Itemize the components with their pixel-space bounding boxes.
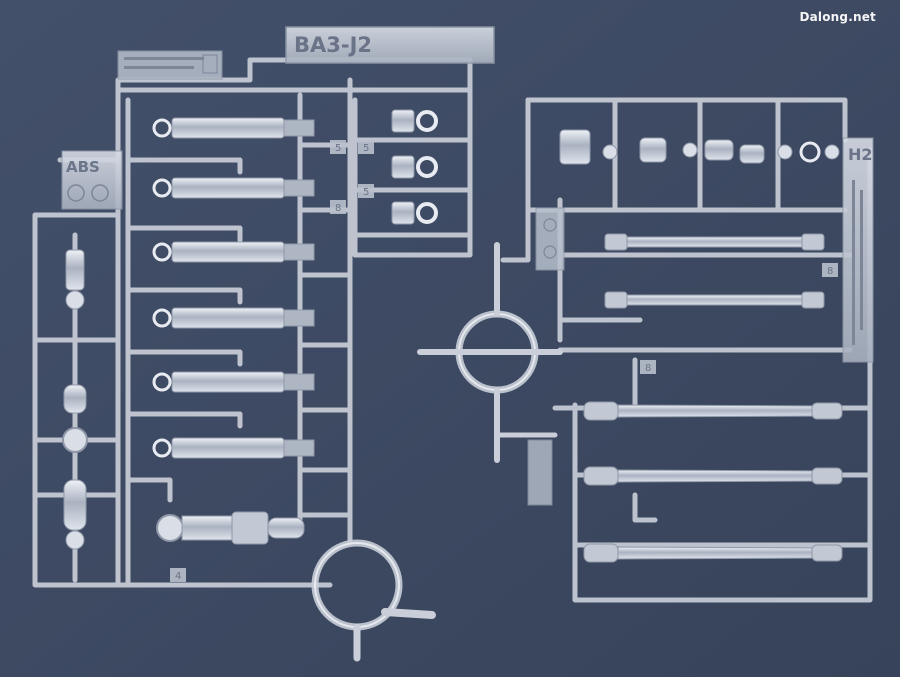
right-sprue-code-tag: H2 bbox=[842, 137, 874, 363]
left-column-parts bbox=[62, 249, 88, 550]
right-sprue-gate-ring bbox=[417, 242, 563, 463]
molded-info-plate bbox=[117, 50, 223, 80]
left-sprue-code: BA3-J2 bbox=[294, 33, 372, 57]
right-sprue-code: H2 bbox=[848, 145, 873, 164]
piston-part bbox=[152, 241, 315, 263]
left-sprue-gate-ring bbox=[311, 539, 436, 662]
molded-info-plate-right bbox=[527, 207, 565, 506]
piston-part bbox=[152, 117, 315, 139]
runner-number: 5 bbox=[335, 143, 341, 154]
cylinder-part bbox=[156, 511, 305, 545]
runner-number: 5 bbox=[363, 187, 369, 198]
long-rod-parts bbox=[583, 233, 843, 563]
joint-part bbox=[391, 109, 438, 133]
runner-number: 5 bbox=[363, 143, 369, 154]
runner-number: 4 bbox=[175, 571, 181, 582]
long-rod-part bbox=[604, 291, 825, 309]
piston-part bbox=[152, 371, 315, 393]
joint-parts bbox=[391, 109, 438, 225]
runner-number-tabs-right: 8 8 bbox=[640, 263, 838, 374]
long-rod-part bbox=[583, 401, 843, 421]
long-rod-part bbox=[604, 233, 825, 251]
runner-number: 8 bbox=[827, 266, 833, 277]
piston-part bbox=[152, 307, 315, 329]
long-rod-part bbox=[583, 466, 843, 486]
abs-material-tag: ABS bbox=[61, 150, 123, 210]
watermark: Dalong.net bbox=[799, 10, 876, 24]
abs-label: ABS bbox=[66, 158, 100, 176]
left-sprue-code-tag: BA3-J2 bbox=[285, 26, 495, 64]
joint-part bbox=[391, 155, 438, 179]
piston-part bbox=[152, 177, 315, 199]
runner-number: 8 bbox=[335, 203, 341, 214]
piston-part bbox=[152, 437, 315, 459]
runner-number-tabs: 5 5 5 8 4 bbox=[170, 140, 374, 582]
piston-parts bbox=[152, 117, 315, 545]
runner-number: 8 bbox=[645, 363, 651, 374]
joint-part bbox=[391, 201, 438, 225]
small-parts-row bbox=[559, 129, 840, 165]
long-rod-part bbox=[583, 543, 843, 563]
